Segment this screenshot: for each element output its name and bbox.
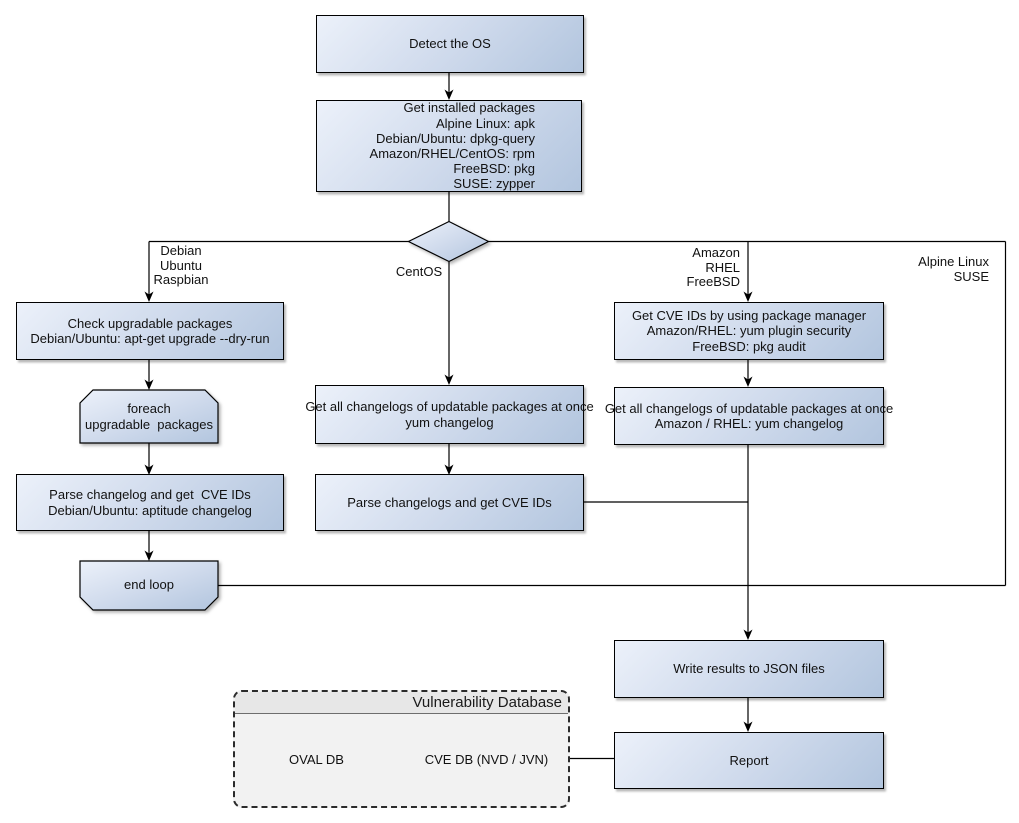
node-write-results-label: Write results to JSON files xyxy=(673,661,825,677)
arrowhead xyxy=(144,550,154,561)
oval-db-label: OVAL DB xyxy=(248,750,385,768)
node-check-upgradable-label: Check upgradable packages Debian/Ubuntu:… xyxy=(30,315,270,346)
node-parse-changelog-debian: Parse changelog and get CVE IDs Debian/U… xyxy=(16,474,284,531)
node-report: Report xyxy=(614,732,884,789)
arrowhead xyxy=(743,721,753,732)
node-get-installed-packages-label: Get installed packages Alpine Linux: apk… xyxy=(369,100,535,192)
node-foreach-loop: foreach upgradable packages xyxy=(80,391,218,442)
node-get-changelogs-centos-label: Get all changelogs of updatable packages… xyxy=(305,399,594,430)
oval-db-text: OVAL DB xyxy=(289,751,344,767)
arrowhead xyxy=(144,291,154,302)
node-detect-os-label: Detect the OS xyxy=(409,36,491,52)
node-end-loop-label: end loop xyxy=(124,577,174,593)
node-get-changelogs-centos: Get all changelogs of updatable packages… xyxy=(305,385,594,444)
node-parse-changelogs-centos: Parse changelogs and get CVE IDs xyxy=(315,474,584,531)
arrowhead xyxy=(743,376,753,387)
branch-label-amazon: Amazon RHEL FreeBSD xyxy=(686,245,740,290)
node-get-changelogs-amazon-label: Get all changelogs of updatable packages… xyxy=(604,400,894,431)
arrowhead xyxy=(743,629,753,640)
branch-label-centos: CentOS xyxy=(395,264,443,279)
vulnerability-database-panel: Vulnerability Database xyxy=(233,690,570,808)
cve-db-text: CVE DB (NVD / JVN) xyxy=(424,751,549,767)
branch-label-alpine: Alpine Linux SUSE xyxy=(918,254,989,284)
node-get-cve-ids-pkg-manager: Get CVE IDs by using package manager Ama… xyxy=(614,302,884,360)
node-get-installed-packages: Get installed packages Alpine Linux: apk… xyxy=(316,100,582,192)
cve-db-label: CVE DB (NVD / JVN) xyxy=(418,750,555,768)
node-end-loop: end loop xyxy=(80,561,218,609)
node-parse-changelogs-centos-label: Parse changelogs and get CVE IDs xyxy=(347,494,552,510)
node-report-label: Report xyxy=(729,752,769,768)
os-decision-diamond xyxy=(407,220,490,263)
node-foreach-loop-label: foreach upgradable packages xyxy=(85,401,213,432)
node-check-upgradable: Check upgradable packages Debian/Ubuntu:… xyxy=(16,302,284,360)
arrowhead xyxy=(743,291,753,302)
node-get-changelogs-amazon: Get all changelogs of updatable packages… xyxy=(605,387,893,445)
arrowhead xyxy=(444,374,454,385)
node-get-cve-ids-pkg-manager-label: Get CVE IDs by using package manager Ama… xyxy=(631,308,867,354)
arrowhead xyxy=(444,89,454,100)
branch-label-debian: Debian Ubuntu Raspbian xyxy=(153,243,209,288)
node-parse-changelog-debian-label: Parse changelog and get CVE IDs Debian/U… xyxy=(48,487,252,518)
vulnerability-database-title: Vulnerability Database xyxy=(235,692,568,714)
arrowhead xyxy=(144,379,154,390)
node-detect-os: Detect the OS xyxy=(316,15,584,73)
node-write-results: Write results to JSON files xyxy=(614,640,884,698)
